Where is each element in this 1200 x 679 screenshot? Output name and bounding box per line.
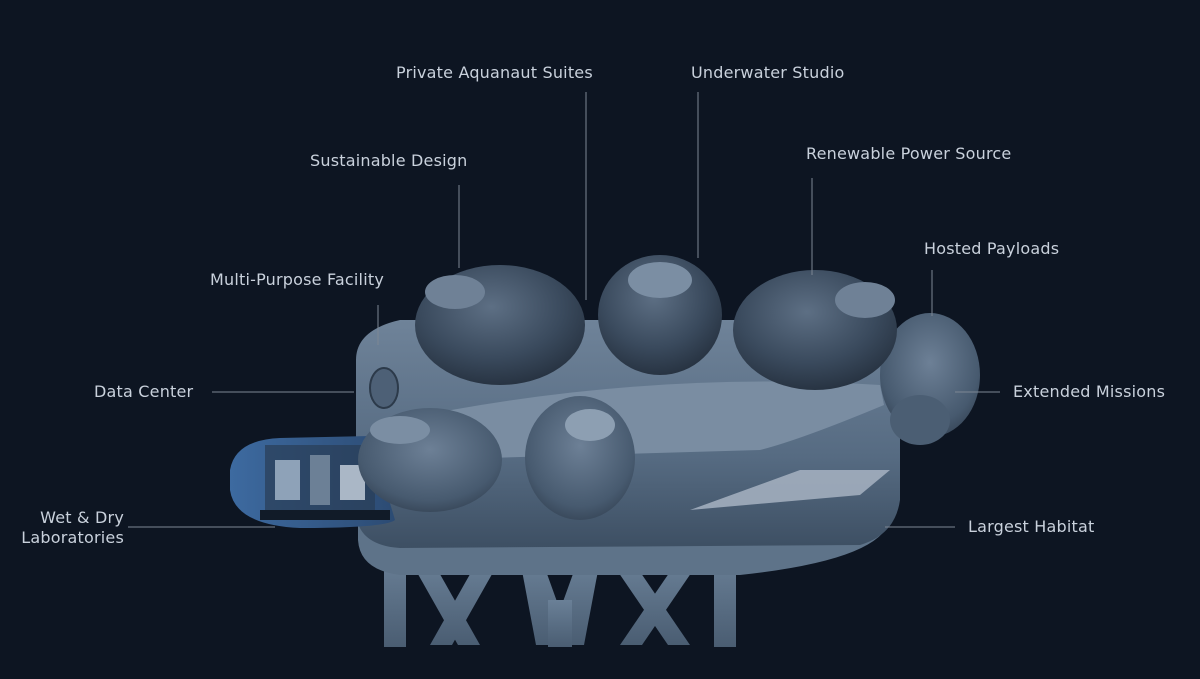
label-wet-dry-line2: Laboratories [21,528,124,547]
label-multi-purpose-facility: Multi-Purpose Facility [210,270,384,289]
label-wet-dry-line1: Wet & Dry [40,508,124,527]
habitat-band [400,381,884,460]
leader-lines [128,92,1000,528]
label-hosted-payloads: Hosted Payloads [924,239,1060,258]
label-sustainable-design: Sustainable Design [310,151,468,170]
label-data-center: Data Center [94,382,194,401]
label-private-aquanaut-suites: Private Aquanaut Suites [396,63,593,82]
label-renewable-power-source: Renewable Power Source [806,144,1012,163]
support-legs [384,555,736,647]
porthole-left [369,367,399,409]
habitat-pod-top-center [598,255,722,375]
label-largest-habitat: Largest Habitat [968,517,1095,536]
label-underwater-studio: Underwater Studio [691,63,845,82]
habitat-deck-panel [690,470,890,510]
lab-module [230,436,395,528]
label-wet-dry-laboratories: Wet & Dry Laboratories [20,508,124,548]
label-extended-missions: Extended Missions [1013,382,1166,401]
